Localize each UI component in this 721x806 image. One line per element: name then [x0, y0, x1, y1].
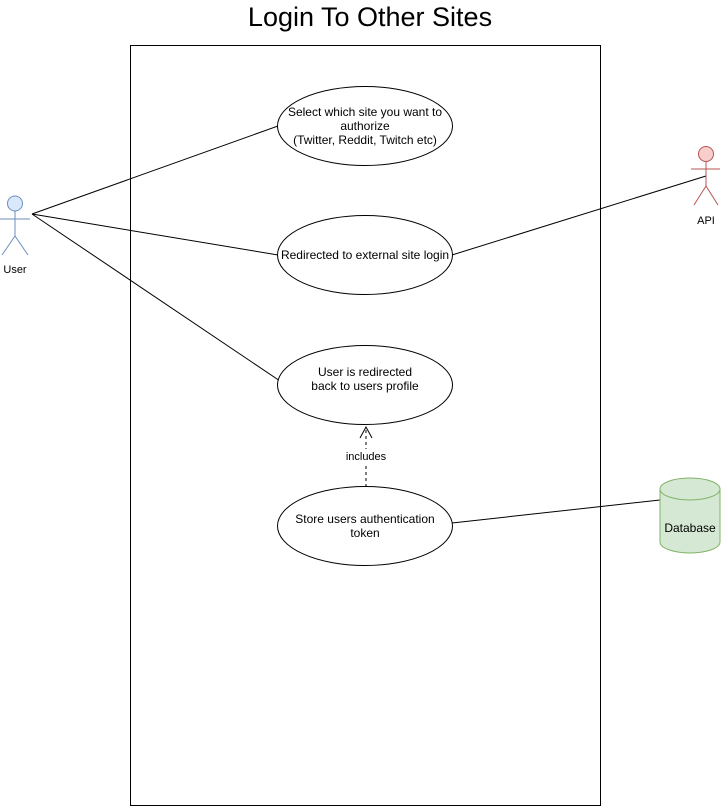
use-case-redirected-external[interactable]: Redirected to external site login	[277, 215, 453, 295]
diagram-title: Login To Other Sites	[248, 2, 492, 32]
api-actor-icon	[691, 146, 720, 206]
association-api-redirected-external	[451, 175, 707, 256]
actor-api[interactable]: API	[691, 146, 720, 228]
database[interactable]: Database	[659, 477, 721, 554]
use-case-redirected-back-line-2: back to users profile	[311, 379, 419, 393]
use-case-select-site[interactable]: Select which site you want to authorize …	[277, 86, 453, 166]
use-case-select-site-line-3: (Twitter, Reddit, Twitch etc)	[293, 133, 437, 147]
actor-user-label: User	[3, 264, 27, 276]
use-case-redirected-external-shape	[277, 215, 453, 295]
include-label-bg	[344, 449, 388, 463]
association-user-redirected-back	[31, 213, 281, 382]
use-case-select-site-line-1: Select which site you want to	[288, 105, 442, 119]
database-label: Database	[664, 521, 716, 535]
use-case-select-site-shape	[277, 86, 453, 166]
system-boundary	[130, 45, 601, 806]
use-case-redirected-external-line-1: Redirected to external site login	[281, 248, 449, 262]
use-case-store-token[interactable]: Store users authentication token	[277, 486, 453, 566]
use-case-store-token-line-2: token	[350, 526, 379, 540]
user-actor-icon	[0, 195, 30, 256]
use-case-redirected-back[interactable]: User is redirected back to users profile	[277, 345, 453, 425]
use-case-store-token-shape	[277, 486, 453, 566]
actor-api-label: API	[697, 215, 715, 227]
association-user-redirected-external	[31, 213, 279, 256]
actor-user[interactable]: User	[0, 195, 30, 276]
association-store-token-database	[451, 499, 661, 524]
database-cylinder-icon	[659, 477, 721, 554]
include-label: includes	[346, 451, 387, 463]
use-case-redirected-back-line-1: User is redirected	[318, 365, 412, 379]
include-arrowhead	[359, 425, 373, 439]
use-case-redirected-back-shape	[277, 345, 453, 425]
use-case-store-token-line-1: Store users authentication	[295, 512, 434, 526]
association-user-select-site	[31, 125, 279, 215]
use-case-select-site-line-2: authorize	[340, 119, 390, 133]
